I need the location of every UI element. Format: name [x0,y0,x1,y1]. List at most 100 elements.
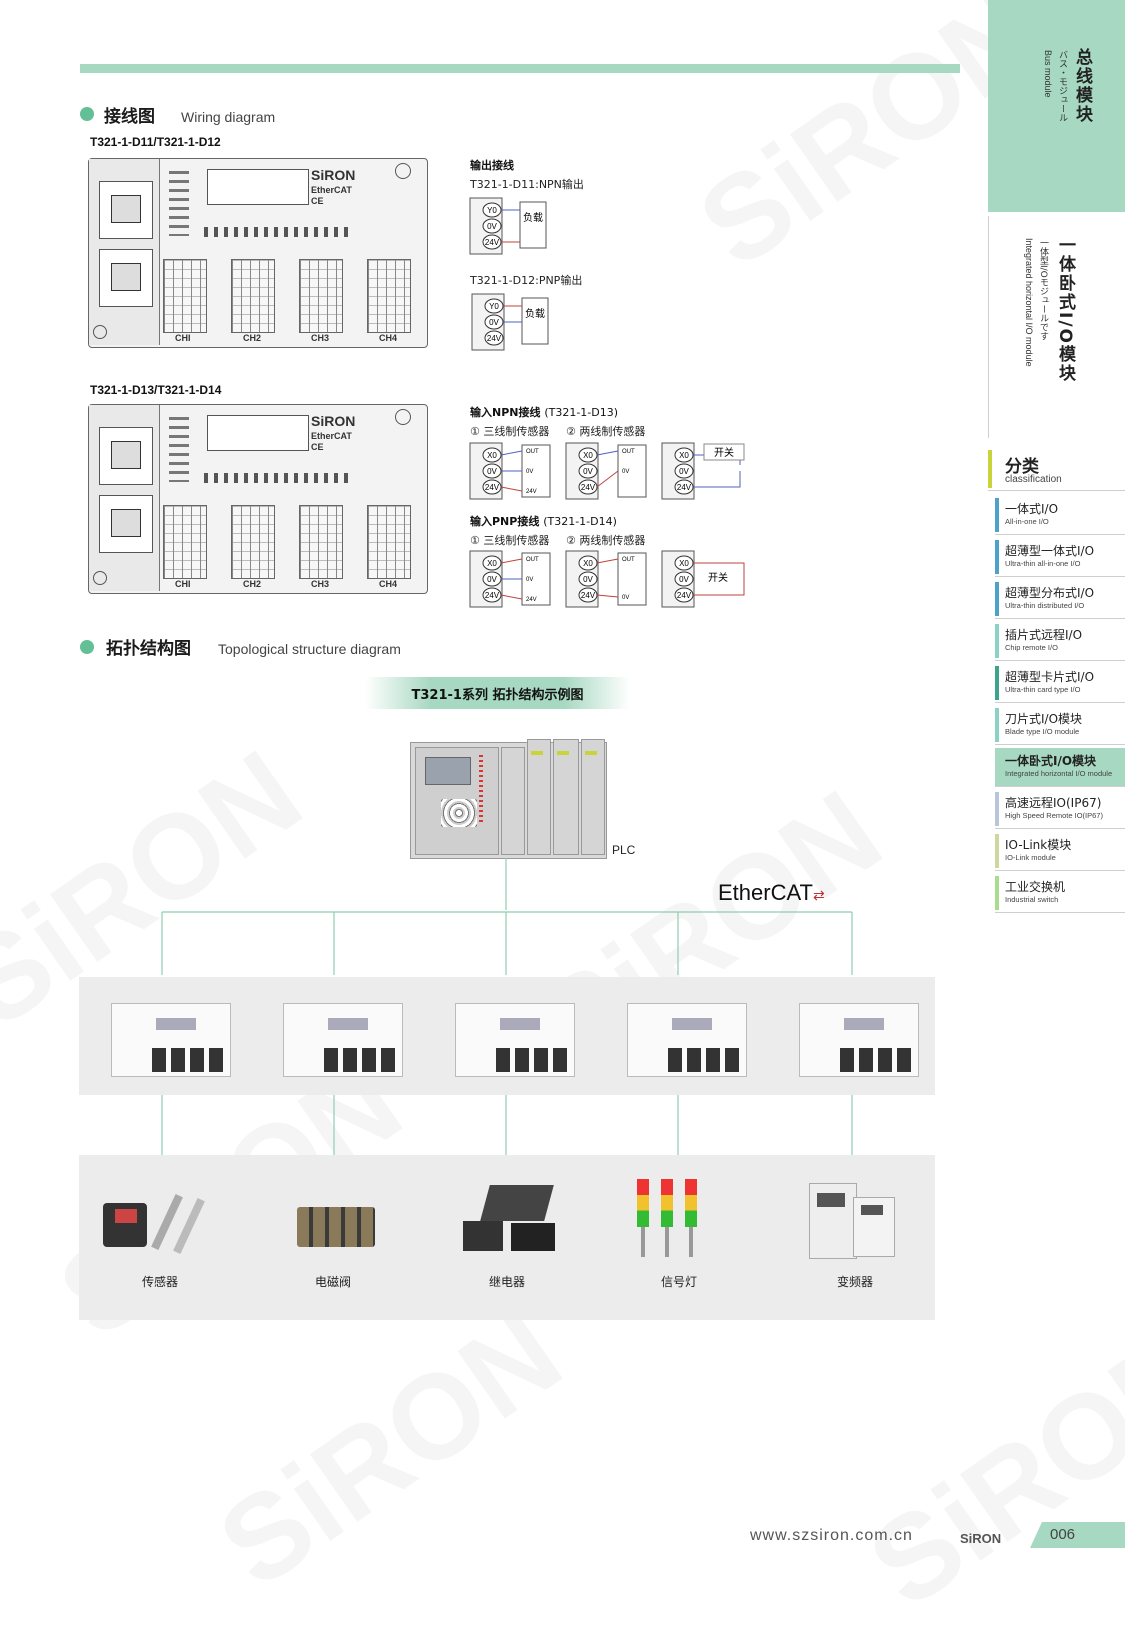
io-module-unit [455,1003,575,1077]
pnp-output-wiring-diagram: Y0 0V 24V 负载 [471,293,549,351]
sidebar-item-label: 一体式I/O [1005,502,1059,516]
sidebar-item-industrial-switch[interactable]: 工业交换机 Industrial switch [995,874,1125,913]
sidebar-item-marker [995,792,999,826]
sidebar-item-marker [995,750,999,784]
terminal-label: X0 [583,559,593,568]
sidebar-item-ultra-thin-card-io[interactable]: 超薄型卡片式I/O Ultra-thin card type I/O [995,664,1125,703]
input-pnp-title: 输入PNP接线 (T321-1-D14) [470,513,617,529]
sidebar-item-marker [995,624,999,658]
section-bullet [80,107,94,121]
terminal-label: X0 [487,451,497,460]
terminal-label: 24V [581,483,596,492]
terminal-label: 24V [485,591,500,600]
solenoid-valve-icon [297,1207,375,1247]
sidebar-item-marker [995,876,999,910]
sensor-pin-label: 0V [526,469,533,475]
terminal-label: 24V [581,591,596,600]
sidebar-item-label-en: Integrated horizontal I/O module [1005,769,1113,778]
channel-label: CH3 [311,333,330,343]
product-label: 继电器 [488,1275,525,1289]
pnp-three-wire-label: ① 三线制传感器 [470,534,550,547]
terminal-label: Y0 [489,302,499,311]
sidebar-item-label: 刀片式I/O模块 [1005,712,1083,726]
sidebar-item-ultra-thin-all-in-one-io[interactable]: 超薄型一体式I/O Ultra-thin all-in-one I/O [995,538,1125,577]
sidebar-bus-en: Bus module [1043,50,1053,98]
relay-icon [463,1185,559,1255]
terminal-label: 0V [487,467,497,476]
sidebar-bus-title: 总线模块 [1072,48,1092,124]
terminal-label: 0V [679,575,689,584]
pnp-output-label: T321-1-D12:PNP输出 [470,274,583,287]
sidebar-item-label: 超薄型卡片式I/O [1005,670,1095,684]
switch-label: 开关 [708,571,728,584]
topology-heading: 拓扑结构图 [106,639,191,659]
sidebar-bus-jp: バス・モジュール [1057,50,1067,122]
terminal-label: 24V [677,483,692,492]
sidebar-item-label: IO-Link模块 [1005,838,1072,852]
wiring-heading-en: Wiring diagram [181,109,276,125]
sidebar-item-label-en: Industrial switch [1005,895,1059,904]
sidebar-item-blade-io[interactable]: 刀片式I/O模块 Blade type I/O module [995,706,1125,745]
terminal-label: X0 [487,559,497,568]
channel-label: CH2 [243,333,262,343]
channel-label: CH3 [311,579,330,589]
sensor-pin-label: OUT [622,557,635,563]
sensor-pin-label: 24V [526,489,537,495]
topology-connection-lines [161,858,853,1155]
io-module-unit [627,1003,747,1077]
ethercat-label: EtherCAT [311,185,352,195]
sidebar-item-integrated-horizontal-io[interactable]: 一体卧式I/O模块 Integrated horizontal I/O modu… [995,748,1125,787]
npn-three-wire-label: ① 三线制传感器 [470,425,550,438]
npn-output-label: T321-1-D11:NPN输出 [470,178,584,191]
input-npn-title: 输入NPN接线 (T321-1-D13) [470,404,618,420]
plc-label: PLC [612,843,636,857]
inverter-icon [809,1183,899,1261]
product-label: 信号灯 [660,1275,697,1289]
sidebar-item-ultra-thin-distributed-io[interactable]: 超薄型分布式I/O Ultra-thin distributed I/O [995,580,1125,619]
section-bullet [80,640,94,654]
channel-label: CHI [175,579,191,589]
page-number: 006 [1050,1526,1076,1543]
brand-logo: SiRON [311,413,356,429]
npn-input-wiring-diagram: X0 0V 24V OUT 0V 24V X0 0V 24V OUT 0V X0… [469,442,745,500]
sidebar-item-chip-remote-io[interactable]: 插片式远程I/O Chip remote I/O [995,622,1125,661]
sidebar-item-label-en: Chip remote I/O [1005,643,1058,652]
product-label: 电磁阀 [314,1275,351,1289]
npn-two-wire-label: ② 两线制传感器 [566,425,646,438]
product-label: 传感器 [141,1275,178,1289]
load-label: 负载 [525,307,545,320]
io-module-unit [111,1003,231,1077]
terminal-label: 24V [487,334,502,343]
terminal-label: 0V [679,467,689,476]
topology-heading-en: Topological structure diagram [218,641,401,657]
io-module-unit [283,1003,403,1077]
input-npn-title-text: 输入NPN接线 [470,406,541,419]
sidebar-item-label: 超薄型一体式I/O [1005,544,1095,558]
brand-logo: SiRON [311,167,356,183]
io-module-drawing-b: SiRON EtherCAT CE CHI CH2 CH3 CH4 [88,404,428,594]
terminal-label: X0 [583,451,593,460]
topology-banner-text: T321-1系列 拓扑结构示例图 [411,688,584,703]
terminal-label: 24V [677,591,692,600]
terminal-label: 0V [583,575,593,584]
ethercat-arrow-icon: ⇄ [812,887,825,903]
sidebar-item-label-en: Ultra-thin card type I/O [1005,685,1081,694]
ce-mark: CE [311,442,324,452]
plc-illustration [410,739,607,859]
sidebar-item-all-in-one-io[interactable]: 一体式I/O All-in-one I/O [995,496,1125,535]
terminal-label: Y0 [487,206,497,215]
terminal-label: 0V [487,222,497,231]
model-label-b: T321-1-D13/T321-1-D14 [90,383,222,397]
sidebar-item-label: 插片式远程I/O [1005,628,1083,642]
sidebar-item-marker [995,834,999,868]
sidebar-item-label-en: Blade type I/O module [1005,727,1080,736]
sidebar-item-label-en: All-in-one I/O [1005,517,1049,526]
sidebar-item-high-speed-remote-io[interactable]: 高速远程IO(IP67) High Speed Remote IO(IP67) [995,790,1125,829]
output-wiring-title: 输出接线 [470,159,514,172]
terminal-label: X0 [679,559,689,568]
sidebar-item-label: 高速远程IO(IP67) [1005,796,1102,810]
sidebar-item-io-link[interactable]: IO-Link模块 IO-Link module [995,832,1125,871]
terminal-label: 0V [583,467,593,476]
topology-banner [365,677,630,709]
footer-url[interactable]: www.szsiron.com.cn [750,1527,913,1544]
